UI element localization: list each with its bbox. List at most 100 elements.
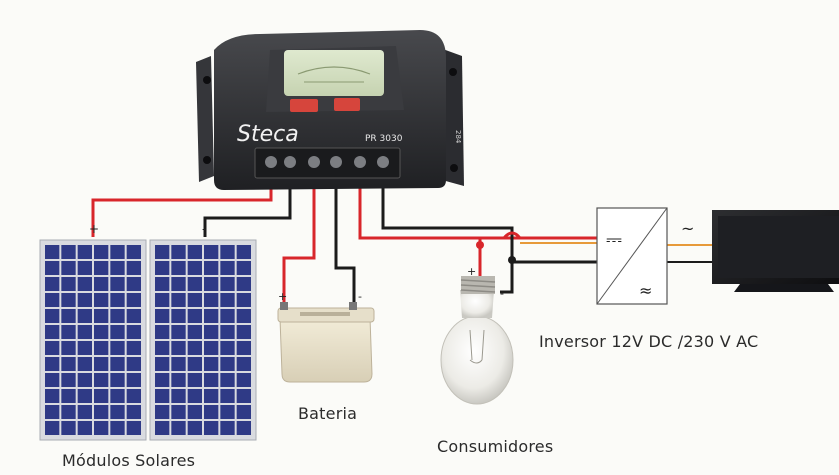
solar-cell bbox=[126, 341, 141, 355]
solar-cell bbox=[155, 341, 170, 355]
solar-cell bbox=[155, 421, 170, 435]
solar-panel-right bbox=[149, 239, 257, 441]
light-bulb: + - bbox=[440, 265, 514, 405]
solar-cell bbox=[155, 277, 170, 291]
solar-cell bbox=[220, 405, 235, 419]
solar-cell bbox=[187, 357, 202, 371]
solar-cell bbox=[236, 389, 251, 403]
solar-cell bbox=[155, 373, 170, 387]
wire-solar-negative bbox=[203, 175, 292, 237]
solar-cell bbox=[61, 325, 76, 339]
terminal-block bbox=[254, 147, 401, 179]
battery-minus-label: - bbox=[358, 290, 362, 303]
solar-cell bbox=[236, 357, 251, 371]
solar-cell bbox=[61, 373, 76, 387]
solar-cell bbox=[204, 293, 219, 307]
solar-cell bbox=[77, 373, 92, 387]
solar-cell bbox=[61, 421, 76, 435]
solar-cell bbox=[187, 373, 202, 387]
solar-cell bbox=[61, 309, 76, 323]
bulb-minus-label: - bbox=[500, 287, 504, 300]
solar-cell bbox=[45, 261, 60, 275]
solar-cell bbox=[171, 325, 186, 339]
solar-cell bbox=[204, 341, 219, 355]
solar-cell bbox=[236, 325, 251, 339]
solar-cell bbox=[204, 277, 219, 291]
solar-cell bbox=[94, 309, 109, 323]
solar-cell bbox=[204, 389, 219, 403]
solar-cell bbox=[77, 341, 92, 355]
solar-cell bbox=[77, 293, 92, 307]
solar-cell bbox=[236, 309, 251, 323]
solar-cell bbox=[220, 261, 235, 275]
solar-cell bbox=[126, 405, 141, 419]
solar-cell bbox=[94, 277, 109, 291]
solar-cell bbox=[126, 277, 141, 291]
solar-cell bbox=[45, 421, 60, 435]
solar-cell bbox=[126, 293, 141, 307]
solar-cell bbox=[61, 357, 76, 371]
solar-cell bbox=[94, 373, 109, 387]
solar-cell bbox=[187, 261, 202, 275]
solar-cell bbox=[187, 325, 202, 339]
solar-cell bbox=[187, 405, 202, 419]
solar-minus-label: - bbox=[202, 222, 206, 236]
solar-cell bbox=[155, 245, 170, 259]
wire-load-negative bbox=[381, 175, 600, 264]
solar-cell bbox=[220, 341, 235, 355]
solar-cell bbox=[171, 293, 186, 307]
solar-cell bbox=[45, 341, 60, 355]
solar-cell bbox=[171, 421, 186, 435]
solar-modules: + - bbox=[39, 222, 257, 441]
solar-cell bbox=[94, 421, 109, 435]
controller-button-right bbox=[334, 98, 360, 111]
solar-cell bbox=[187, 421, 202, 435]
wire-bulb-negative bbox=[500, 262, 514, 294]
solar-cell bbox=[110, 245, 125, 259]
solar-cell bbox=[94, 261, 109, 275]
solar-cell bbox=[110, 261, 125, 275]
solar-cell bbox=[61, 389, 76, 403]
solar-cell bbox=[110, 277, 125, 291]
solar-cell bbox=[110, 357, 125, 371]
solar-cell bbox=[94, 245, 109, 259]
solar-cell bbox=[155, 325, 170, 339]
battery: + - bbox=[277, 290, 375, 383]
controller-lcd bbox=[284, 50, 384, 96]
solar-cell bbox=[110, 293, 125, 307]
solar-cell bbox=[220, 373, 235, 387]
solar-cell bbox=[61, 341, 76, 355]
solar-cell bbox=[171, 373, 186, 387]
solar-cell bbox=[94, 357, 109, 371]
solar-cell bbox=[155, 309, 170, 323]
solar-cell bbox=[187, 309, 202, 323]
solar-cell bbox=[236, 373, 251, 387]
solar-cell bbox=[126, 357, 141, 371]
solar-cell bbox=[94, 405, 109, 419]
solar-cell bbox=[45, 277, 60, 291]
solar-cell bbox=[204, 309, 219, 323]
solar-cell bbox=[77, 261, 92, 275]
solar-cell bbox=[171, 405, 186, 419]
bulb-plus-label: + bbox=[467, 265, 476, 278]
solar-cell bbox=[171, 357, 186, 371]
solar-cell bbox=[204, 373, 219, 387]
solar-cell bbox=[110, 421, 125, 435]
solar-cell bbox=[77, 277, 92, 291]
solar-cell bbox=[155, 405, 170, 419]
solar-cell bbox=[110, 405, 125, 419]
solar-cell bbox=[236, 277, 251, 291]
battery-plus-label: + bbox=[278, 290, 287, 303]
solar-cell bbox=[236, 405, 251, 419]
controller-side-mark: 284 bbox=[454, 130, 462, 144]
solar-cell bbox=[61, 293, 76, 307]
controller-brand: Steca bbox=[237, 122, 299, 147]
charge-controller: Steca PR 3030 284 bbox=[196, 30, 464, 190]
solar-cell bbox=[171, 309, 186, 323]
solar-cell bbox=[45, 245, 60, 259]
solar-cell bbox=[220, 293, 235, 307]
solar-cell bbox=[110, 389, 125, 403]
solar-cell bbox=[45, 309, 60, 323]
solar-plus-label: + bbox=[89, 222, 99, 236]
solar-cell bbox=[77, 421, 92, 435]
